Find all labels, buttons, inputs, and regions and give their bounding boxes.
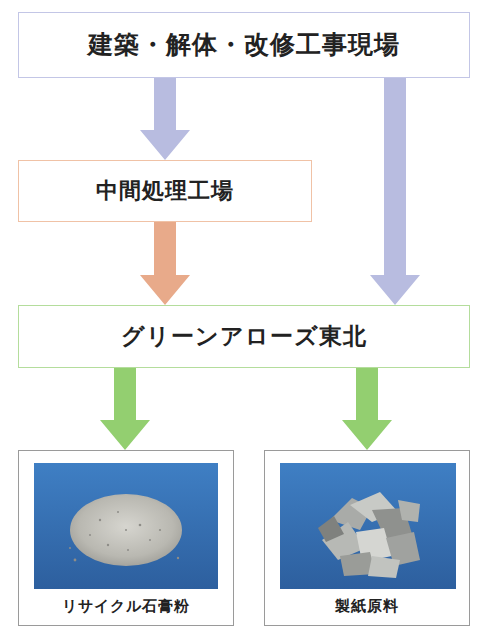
product-label: リサイクル石膏粉 (62, 597, 190, 615)
box-label: 建築・解体・改修工事現場 (88, 30, 400, 60)
product-label: 製紙原料 (335, 597, 399, 615)
process-box: 中間処理工場 (18, 160, 312, 222)
gypsum-photo (34, 463, 218, 589)
gypsum-powder (70, 494, 182, 566)
source-box: 建築・解体・改修工事現場 (18, 12, 470, 78)
flow-arrow (370, 78, 420, 305)
powder-grain (69, 511, 179, 561)
product-box: 製紙原料 (264, 450, 470, 626)
box-label: グリーンアローズ東北 (121, 323, 367, 351)
product-box: リサイクル石膏粉 (18, 450, 234, 626)
flow-arrow (342, 368, 392, 450)
flow-arrow (140, 222, 190, 305)
flow-arrow (140, 78, 190, 160)
flow-arrow (100, 368, 150, 450)
paper-photo (280, 463, 456, 589)
box-label: 中間処理工場 (96, 178, 234, 204)
paper-shreds (318, 492, 420, 578)
facility-box: グリーンアローズ東北 (18, 305, 470, 368)
